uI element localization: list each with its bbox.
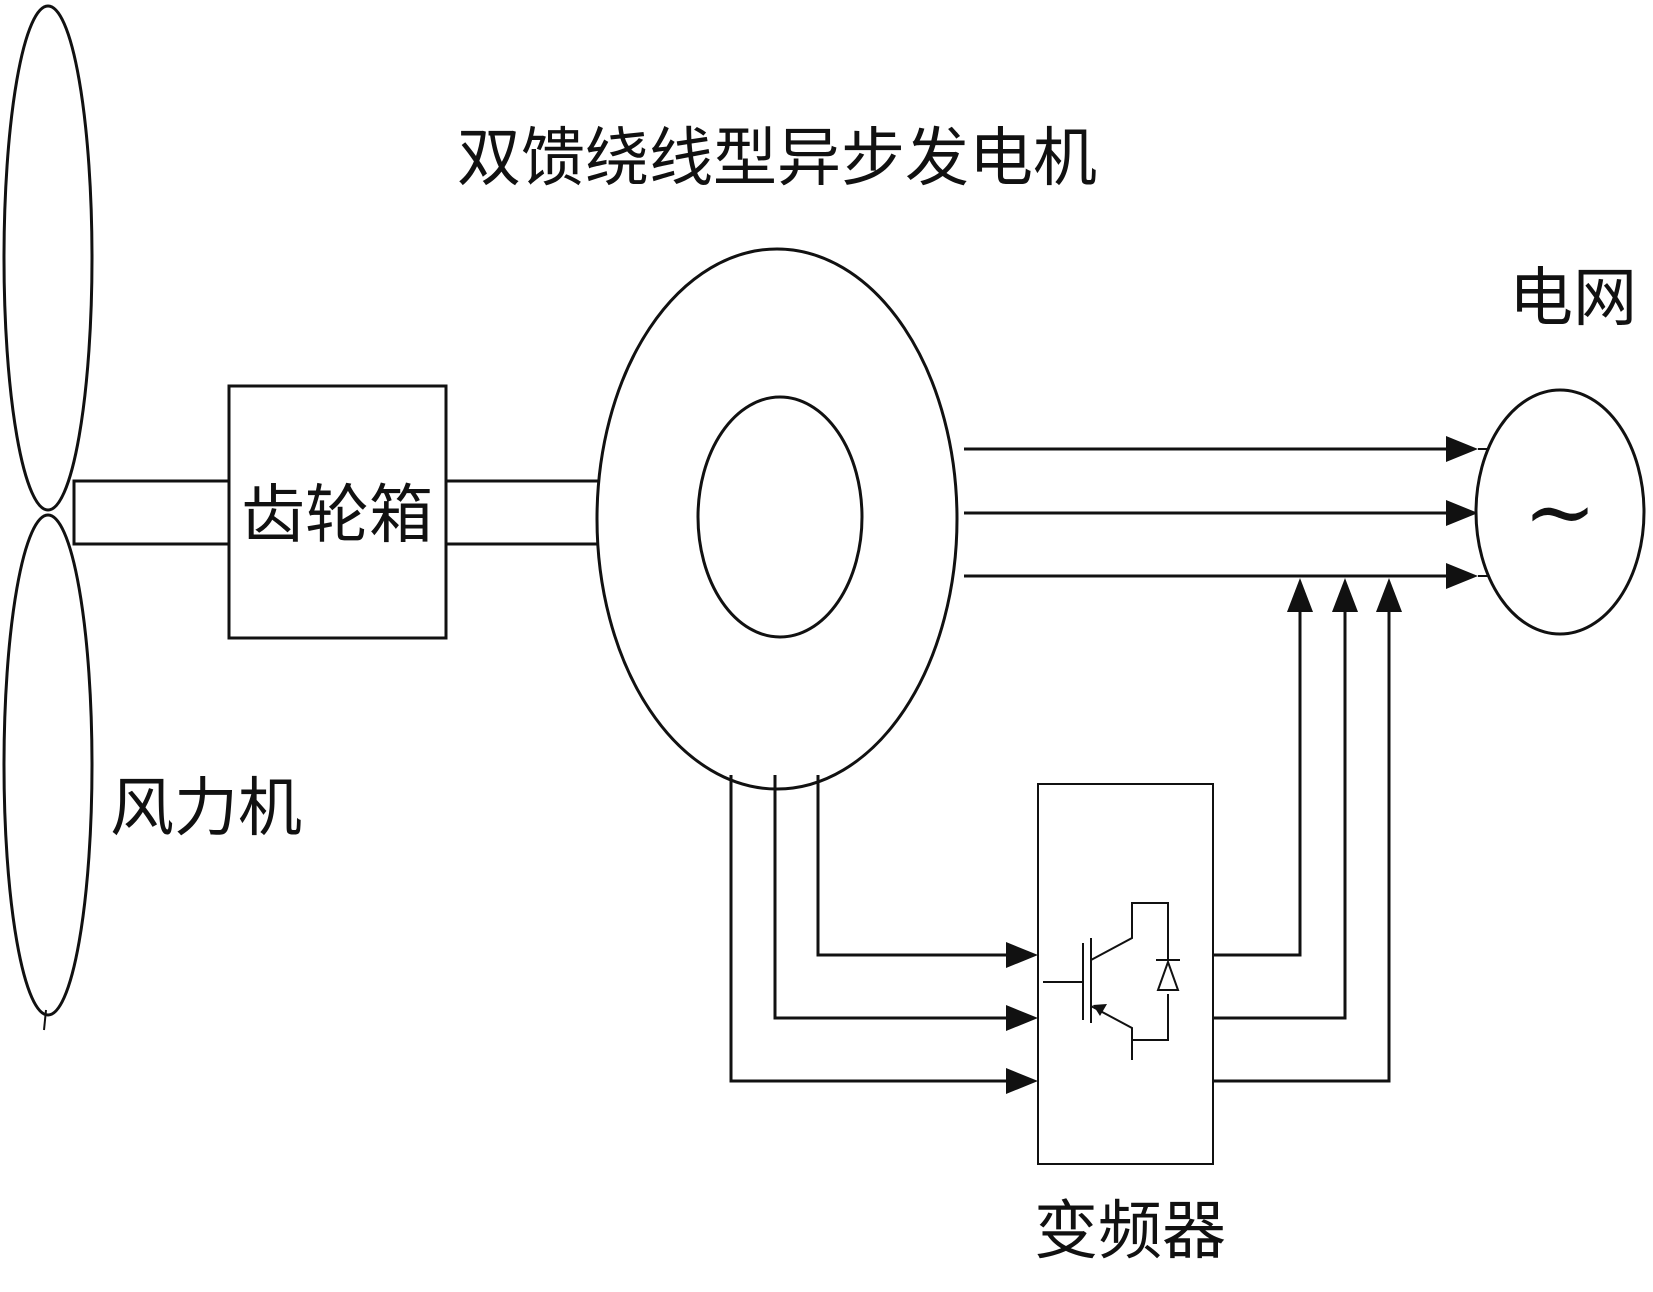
- rotor-to-converter-lines: [729, 775, 1038, 1094]
- diode-icon: [1156, 959, 1180, 991]
- grid-ac-symbol: ~: [1523, 460, 1597, 563]
- converter: 变频器: [1034, 783, 1226, 1269]
- arrow-up-c: [1376, 578, 1402, 612]
- arrow-right-b: [1446, 500, 1478, 526]
- arrow-up-a: [1287, 578, 1313, 612]
- generator-title: 双馈绕线型异步发电机: [457, 122, 1097, 196]
- conv-out-c: [1213, 610, 1391, 1083]
- conv-out-b: [1213, 610, 1347, 1020]
- rotor-line-b: [773, 775, 1010, 1020]
- grid-label: 电网: [1509, 262, 1637, 336]
- gearbox-label: 齿轮箱: [241, 479, 433, 553]
- converter-to-grid-lines: [1213, 578, 1402, 1083]
- conv-out-a: [1213, 610, 1302, 957]
- blade-tip-mark: [43, 1009, 47, 1031]
- shaft-turbine-gearbox: [72, 479, 232, 546]
- rotor-line-c: [729, 775, 1010, 1083]
- arrow-up-b: [1332, 578, 1358, 612]
- rotor-line-a: [816, 775, 1010, 957]
- grid: ~ 电网: [1474, 262, 1646, 636]
- blade-upper: [2, 4, 94, 512]
- generator: [595, 247, 959, 791]
- wind-turbine: [2, 4, 94, 1031]
- igbt-icon: [1043, 902, 1180, 1060]
- arrow-conv-in-b: [1006, 1005, 1038, 1031]
- converter-label: 变频器: [1034, 1195, 1226, 1269]
- gearbox-box: [227, 384, 448, 640]
- blade-lower: [2, 513, 94, 1017]
- stator-to-grid-lines: [964, 436, 1492, 589]
- arrow-conv-in-c: [1006, 1068, 1038, 1094]
- arrow-conv-in-a: [1006, 942, 1038, 968]
- grid-source: [1474, 388, 1646, 636]
- wind-turbine-label: 风力机: [110, 772, 302, 846]
- generator-rotor: [696, 395, 864, 639]
- shaft-gearbox-generator: [444, 479, 608, 546]
- gearbox: 齿轮箱: [227, 384, 448, 640]
- arrow-right-a: [1446, 436, 1478, 462]
- converter-box: [1037, 783, 1214, 1165]
- arrow-right-c: [1446, 563, 1478, 589]
